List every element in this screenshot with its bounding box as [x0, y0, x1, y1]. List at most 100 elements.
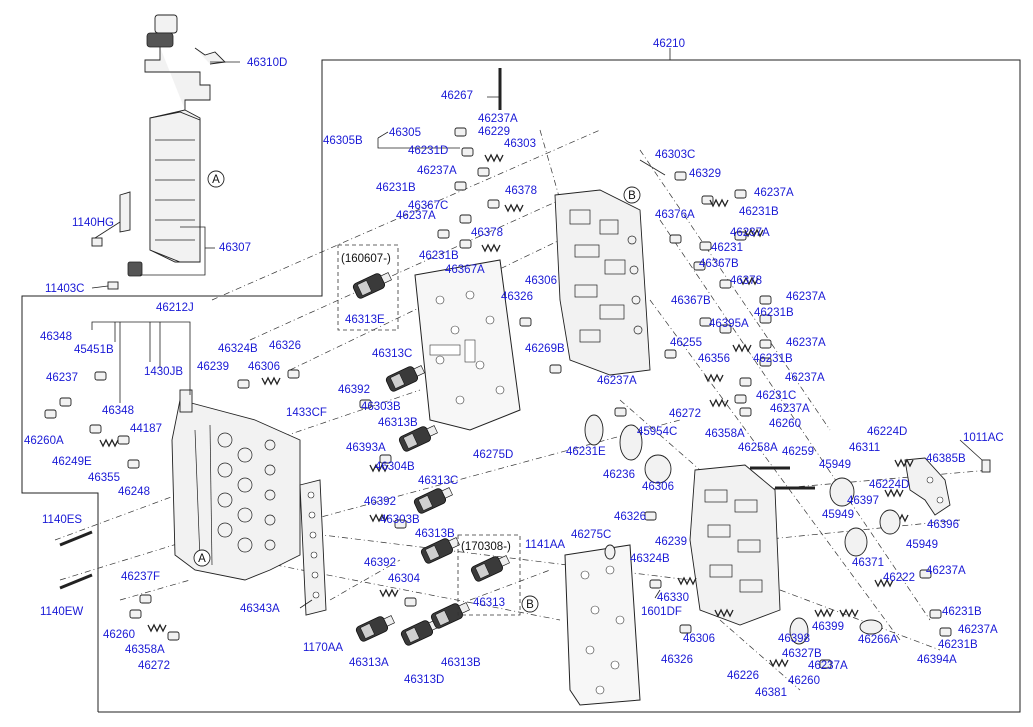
part-label-46395a-36[interactable]: 46395A — [709, 318, 749, 330]
part-label-46378-15[interactable]: 46378 — [505, 185, 537, 197]
part-label-46237a-38[interactable]: 46237A — [786, 337, 826, 349]
part-label-46303-12[interactable]: 46303 — [504, 138, 536, 150]
part-label-46358a-127[interactable]: 46358A — [125, 644, 165, 656]
part-label-46367b-31[interactable]: 46367B — [699, 258, 739, 270]
part-label-46237a-13[interactable]: 46237A — [417, 165, 457, 177]
part-label-46303b-97[interactable]: 46303B — [380, 514, 420, 526]
part-label-46306-80[interactable]: 46306 — [683, 633, 715, 645]
part-label-45949-62[interactable]: 45949 — [822, 509, 854, 521]
part-label-46313d-102[interactable]: 46313D — [404, 674, 444, 686]
part-label-46239-118[interactable]: 46239 — [197, 361, 229, 373]
part-label-46236-50[interactable]: 46236 — [603, 469, 635, 481]
part-label-46324b-84[interactable]: 46324B — [630, 553, 670, 565]
part-label-44187-114[interactable]: 44187 — [130, 423, 162, 435]
part-label-46275d-106[interactable]: 46275D — [473, 449, 513, 461]
part-label-46231b-27[interactable]: 46231B — [739, 206, 779, 218]
part-label-46396-63[interactable]: 46396 — [927, 519, 959, 531]
part-label-46258a-53[interactable]: 46258A — [738, 442, 778, 454]
part-label-46326-22[interactable]: 46326 — [501, 291, 533, 303]
part-label-46237a-70[interactable]: 46237A — [958, 624, 998, 636]
part-label-46367b-33[interactable]: 46367B — [671, 295, 711, 307]
part-label-46326-121[interactable]: 46326 — [269, 340, 301, 352]
part-label-46393a-93[interactable]: 46393A — [346, 442, 386, 454]
part-label-46313e-107[interactable]: 46313E — [345, 314, 385, 326]
part-label-46259-54[interactable]: 46259 — [782, 446, 814, 458]
part-label-46260-79[interactable]: 46260 — [788, 675, 820, 687]
part-label-46237a-34[interactable]: 46237A — [786, 291, 826, 303]
part-label-1140ew-124[interactable]: 1140EW — [40, 606, 83, 618]
part-label-46392-96[interactable]: 46392 — [364, 496, 396, 508]
part-label-46226-76[interactable]: 46226 — [727, 670, 759, 682]
part-label-46237a-47[interactable]: 46237A — [597, 375, 637, 387]
part-label-46237a-41[interactable]: 46237A — [785, 372, 825, 384]
part-label-46310d-1[interactable]: 46310D — [247, 57, 287, 69]
part-label-46371-65[interactable]: 46371 — [852, 557, 884, 569]
part-label-46385b-59[interactable]: 46385B — [926, 453, 966, 465]
part-label-46358a-45[interactable]: 46358A — [705, 428, 745, 440]
part-label-46260-126[interactable]: 46260 — [103, 629, 135, 641]
part-label-46224d-61[interactable]: 46224D — [869, 479, 909, 491]
part-label-46313b-103[interactable]: 46313B — [441, 657, 481, 669]
part-label-46210-0[interactable]: 46210 — [653, 38, 685, 50]
part-label-46239-85[interactable]: 46239 — [655, 536, 687, 548]
part-label-45949-58[interactable]: 45949 — [819, 459, 851, 471]
part-label-46307-2[interactable]: 46307 — [219, 242, 251, 254]
part-label-46303c-24[interactable]: 46303C — [655, 149, 695, 161]
part-label-46313c-95[interactable]: 46313C — [418, 475, 458, 487]
part-label-46266a-69[interactable]: 46266A — [858, 634, 898, 646]
part-label-46237a-7[interactable]: 46237A — [478, 113, 518, 125]
part-label-46272-43[interactable]: 46272 — [669, 408, 701, 420]
part-label-1170aa-104[interactable]: 1170AA — [303, 642, 343, 654]
part-label-1141aa-86[interactable]: 1141AA — [525, 539, 565, 551]
part-label-46397-60[interactable]: 46397 — [847, 495, 879, 507]
part-label-46367a-20[interactable]: 46367A — [445, 264, 485, 276]
part-label-46231b-68[interactable]: 46231B — [942, 606, 982, 618]
part-label-46222-66[interactable]: 46222 — [883, 572, 915, 584]
part-label-46327b-75[interactable]: 46327B — [782, 648, 822, 660]
part-label-46224d-56[interactable]: 46224D — [867, 426, 907, 438]
part-label-46237a-77[interactable]: 46237A — [808, 660, 848, 672]
part-label-46303b-91[interactable]: 46303B — [361, 401, 401, 413]
part-label-46378-32[interactable]: 46378 — [730, 275, 762, 287]
part-label-46272-128[interactable]: 46272 — [138, 660, 170, 672]
part-label-46267-6[interactable]: 46267 — [441, 90, 473, 102]
part-label-45954c-49[interactable]: 45954C — [637, 426, 677, 438]
part-label-1011ac-57[interactable]: 1011AC — [963, 432, 1004, 444]
part-label-45451b-109[interactable]: 45451B — [74, 344, 114, 356]
part-label-46231b-14[interactable]: 46231B — [376, 182, 416, 194]
part-label-46330-82[interactable]: 46330 — [657, 592, 689, 604]
part-label-46237a-29[interactable]: 46237A — [730, 227, 770, 239]
part-label-46306-21[interactable]: 46306 — [525, 275, 557, 287]
part-label-46392-99[interactable]: 46392 — [364, 557, 396, 569]
part-label-46231c-42[interactable]: 46231C — [756, 390, 796, 402]
part-label-46305-8[interactable]: 46305 — [389, 127, 421, 139]
part-label-46237f-125[interactable]: 46237F — [121, 571, 160, 583]
part-label-46313c-89[interactable]: 46313C — [372, 348, 412, 360]
part-label-46399-73[interactable]: 46399 — [812, 621, 844, 633]
part-label-11403c-4[interactable]: 11403C — [45, 283, 84, 295]
part-label-46367c-16[interactable]: 46367C — [408, 200, 448, 212]
part-label-46248-116[interactable]: 46248 — [118, 486, 150, 498]
part-label-46329-25[interactable]: 46329 — [689, 168, 721, 180]
part-label-46305b-10[interactable]: 46305B — [323, 135, 363, 147]
part-label-46381-78[interactable]: 46381 — [755, 687, 787, 699]
part-label-46269b-23[interactable]: 46269B — [525, 343, 565, 355]
part-label-46348-108[interactable]: 46348 — [40, 331, 72, 343]
part-label-46237-110[interactable]: 46237 — [46, 372, 78, 384]
part-label-46313a-101[interactable]: 46313A — [349, 657, 389, 669]
part-label-46231b-72[interactable]: 46231B — [938, 639, 978, 651]
part-label-46355-115[interactable]: 46355 — [88, 472, 120, 484]
part-label-46212j-5[interactable]: 46212J — [156, 302, 194, 314]
part-label-46304b-94[interactable]: 46304B — [375, 461, 415, 473]
part-label-46343a-105[interactable]: 46343A — [240, 603, 280, 615]
part-label-46376a-28[interactable]: 46376A — [655, 209, 695, 221]
part-label-46311-55[interactable]: 46311 — [849, 442, 880, 454]
part-label-46260a-111[interactable]: 46260A — [24, 435, 64, 447]
part-label-46255-37[interactable]: 46255 — [670, 337, 702, 349]
part-label-46392-90[interactable]: 46392 — [338, 384, 370, 396]
part-label-46231e-48[interactable]: 46231E — [566, 446, 606, 458]
part-label-46313-88[interactable]: 46313 — [473, 597, 505, 609]
part-label-46237a-26[interactable]: 46237A — [754, 187, 794, 199]
part-label-1140hg-3[interactable]: 1140HG — [72, 217, 114, 229]
part-label-46348-113[interactable]: 46348 — [102, 405, 134, 417]
